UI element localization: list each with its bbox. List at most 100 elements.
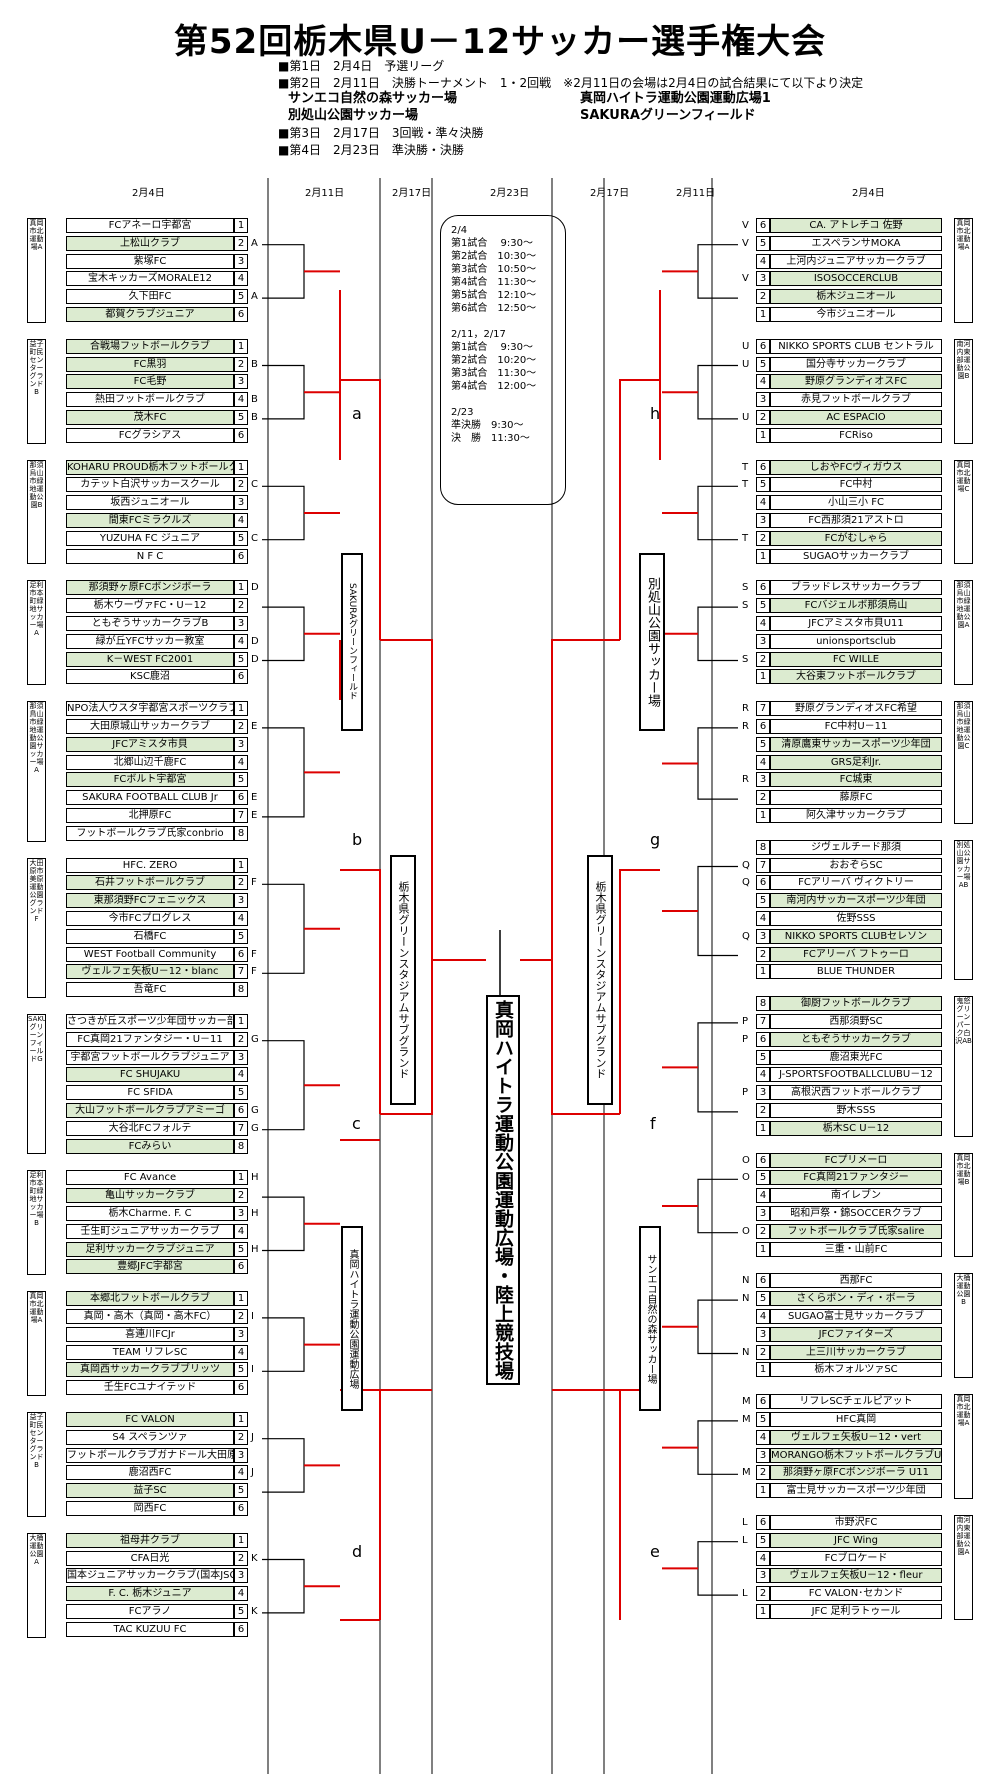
bracket-line	[340, 869, 381, 1114]
team-name: CFA日光	[66, 1550, 234, 1566]
group-mark: A	[251, 237, 258, 249]
block-label: f	[650, 1114, 656, 1133]
team-name: ヴェルフェ矢板U－12・vert	[770, 1429, 942, 1445]
team-name: 阿久津サッカークラブ	[770, 808, 942, 823]
bracket-line	[619, 290, 661, 640]
team-name: 真岡・高木（真岡・高木FC）	[66, 1309, 234, 1324]
team-name: 宇都宮フットボールクラブジュニア	[66, 1049, 234, 1065]
team-name: 石井フットボールクラブ	[66, 875, 234, 891]
venue-label: 鬼怒グリーンパーク白沢AB	[954, 996, 973, 1137]
venue-box-tochigi-left: 栃木県グリーンスタジアムサブグランド	[390, 855, 416, 1105]
bracket-line	[697, 1178, 738, 1234]
bracket-line	[697, 865, 738, 957]
team-name: 小山三小 FC	[770, 495, 942, 511]
team-name: 北郷山辺千鹿FC	[66, 754, 234, 770]
team-name: ともぞうサッカークラブ	[770, 1031, 942, 1047]
team-name: 大谷北FCフォルテ	[66, 1120, 234, 1136]
team-name: ヴェルフェ矢板U－12・fleur	[770, 1568, 942, 1584]
venue-label: 真岡市北運動場A	[954, 218, 973, 323]
seed-number: 6	[756, 1515, 770, 1530]
seed-number: 2	[756, 1344, 770, 1360]
group-mark: V	[742, 237, 749, 249]
group-mark: I	[251, 1311, 254, 1322]
team-name: 真岡西サッカークラブブリッツ	[66, 1362, 234, 1378]
team-name: 高根沢西フットボールクラブ	[770, 1085, 942, 1101]
seed-number: 2	[756, 1586, 770, 1602]
bracket-line	[697, 1299, 738, 1355]
group-mark: M	[742, 1396, 751, 1408]
seed-number: 8	[756, 839, 770, 855]
venue-box-sanneco: サンエコ自然の森サッカー場	[639, 1226, 661, 1411]
group-mark: F	[251, 966, 257, 978]
group-mark: D	[251, 635, 259, 647]
seed-number: 4	[234, 1067, 248, 1083]
seed-number: 5	[234, 1362, 248, 1378]
seed-number: 7	[756, 701, 770, 717]
group-mark: V	[742, 220, 749, 231]
seed-number: 8	[756, 996, 770, 1012]
schedule-line: 2/11，2/17	[451, 329, 506, 340]
group-mark: O	[742, 1172, 750, 1184]
date-header: 2月17日	[590, 188, 630, 199]
team-name: 吾竜FC	[66, 982, 234, 998]
schedule-line: 2/23	[451, 407, 474, 418]
team-name: 三重・山前FC	[770, 1241, 942, 1257]
team-name: FCアネーロ宇都宮	[66, 218, 234, 233]
seed-number: 5	[756, 477, 770, 493]
date-header: 2月23日	[490, 188, 530, 199]
team-name: 栃木フォルツァSC	[770, 1362, 942, 1378]
seed-number: 2	[756, 651, 770, 667]
seed-number: 2	[756, 289, 770, 305]
team-name: フットボールクラブガナドール大田原U12	[66, 1447, 234, 1463]
team-name: TEAM リフレSC	[66, 1344, 234, 1360]
schedule-line: 第2試合 10:30～	[451, 251, 537, 262]
group-mark: N	[742, 1346, 750, 1358]
seed-number: 4	[234, 1586, 248, 1602]
team-name: 岡西FC	[66, 1501, 234, 1516]
team-name: 亀山サッカークラブ	[66, 1188, 234, 1204]
venue-label: 足利市本町緑地サッカー場A	[27, 580, 46, 686]
seed-number: 2	[234, 719, 248, 734]
team-name: JFCアミスタ市貝U11	[770, 616, 942, 631]
team-name: FCブロケード	[770, 1550, 942, 1566]
seed-number: 1	[234, 1014, 248, 1029]
seed-number: 4	[234, 513, 248, 528]
group-mark: K	[251, 1606, 258, 1617]
group-mark: M	[742, 1414, 751, 1425]
team-name: 国分寺サッカークラブ	[770, 356, 942, 372]
venue-label: 益子町民センターグランドB	[27, 1412, 46, 1517]
seed-number: 1	[756, 427, 770, 443]
seed-number: 3	[234, 495, 248, 511]
venue-label: 那須烏山市緑地運動公園A	[954, 580, 973, 686]
seed-number: 5	[756, 1291, 770, 1307]
team-name: 豊郷JFC宇都宮	[66, 1259, 234, 1275]
group-mark: P	[742, 1033, 749, 1045]
venue-box-bessho: 別処山公園サッカー場	[639, 553, 665, 731]
team-name: FC西那須21アストロ	[770, 513, 942, 528]
team-name: F. C. 栃木ジュニア	[66, 1586, 234, 1602]
group-mark: H	[251, 1243, 259, 1255]
bracket-line	[697, 244, 738, 299]
team-name: NIKKO SPORTS CLUBセレソン	[770, 928, 942, 944]
team-name: FC VALON･セカンド	[770, 1586, 942, 1602]
seed-number: 5	[756, 1170, 770, 1186]
seed-number: 4	[756, 911, 770, 926]
schedule-line: 第6試合 12:50～	[451, 303, 537, 314]
seed-number: 5	[756, 598, 770, 614]
team-name: 北押原FC	[66, 808, 234, 823]
team-name: MORANGO栃木フットボールクラブU12	[770, 1447, 942, 1463]
group-mark: C	[251, 532, 258, 544]
bracket-line	[697, 1420, 738, 1475]
group-mark: M	[742, 1467, 751, 1479]
seed-number: 4	[756, 374, 770, 390]
seed-number: 6	[234, 1380, 248, 1396]
seed-number: 6	[234, 1103, 248, 1118]
seed-number: 8	[234, 825, 248, 841]
group-mark: N	[742, 1275, 750, 1287]
team-name: 清原鷹東サッカースポーツ少年団	[770, 736, 942, 752]
seed-number: 6	[234, 548, 248, 564]
venue-box-sakura: SAKURAグリーンフィールド	[341, 553, 363, 731]
seed-number: 3	[234, 1206, 248, 1221]
group-mark: L	[742, 1517, 748, 1528]
